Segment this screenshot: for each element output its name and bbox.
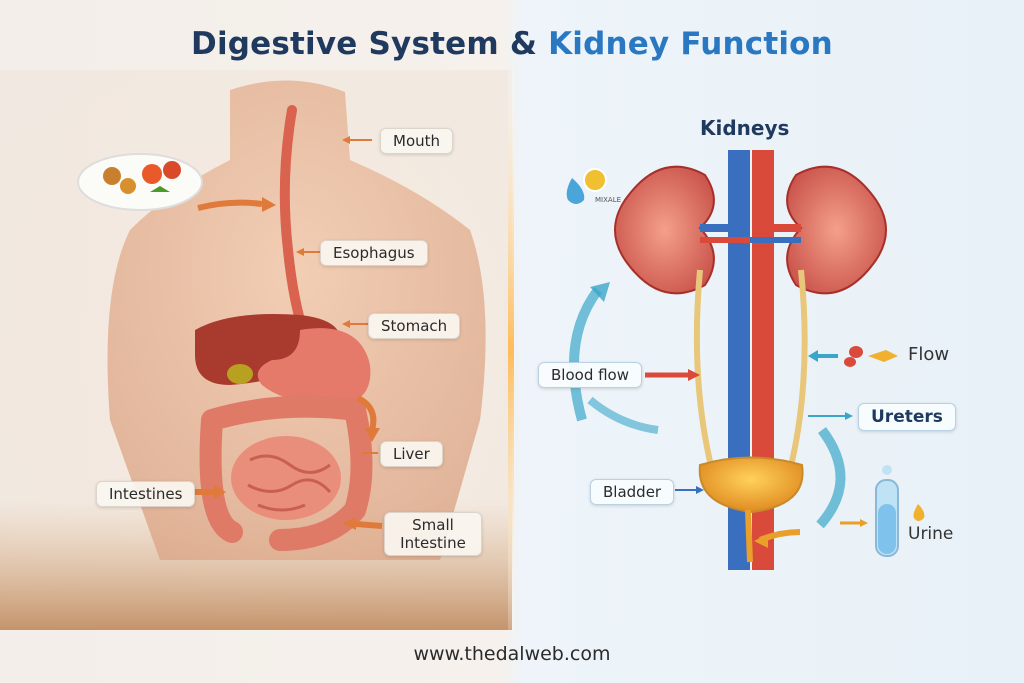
label-urine: Urine xyxy=(908,524,954,544)
kidney-small-text: MIXALE xyxy=(595,196,622,204)
page-title-accent: Kidney Function xyxy=(548,26,833,62)
label-bladder: Bladder xyxy=(590,479,675,505)
kidneys-heading: Kidneys xyxy=(700,116,790,140)
label-small-intestine: Small Intestine xyxy=(384,512,482,556)
footer-url: www.thedalweb.com xyxy=(413,643,611,665)
label-blood-flow: Blood flow xyxy=(538,362,642,388)
page-title: Digestive System & Kidney Function xyxy=(191,26,833,62)
label-esophagus: Esophagus xyxy=(320,240,428,266)
label-intestines: Intestines xyxy=(96,481,196,507)
label-mouth: Mouth xyxy=(380,128,454,154)
label-stomach: Stomach xyxy=(368,313,461,339)
label-ureters: Ureters xyxy=(858,403,956,431)
label-liver: Liver xyxy=(380,441,443,467)
label-flow: Flow xyxy=(908,344,950,365)
